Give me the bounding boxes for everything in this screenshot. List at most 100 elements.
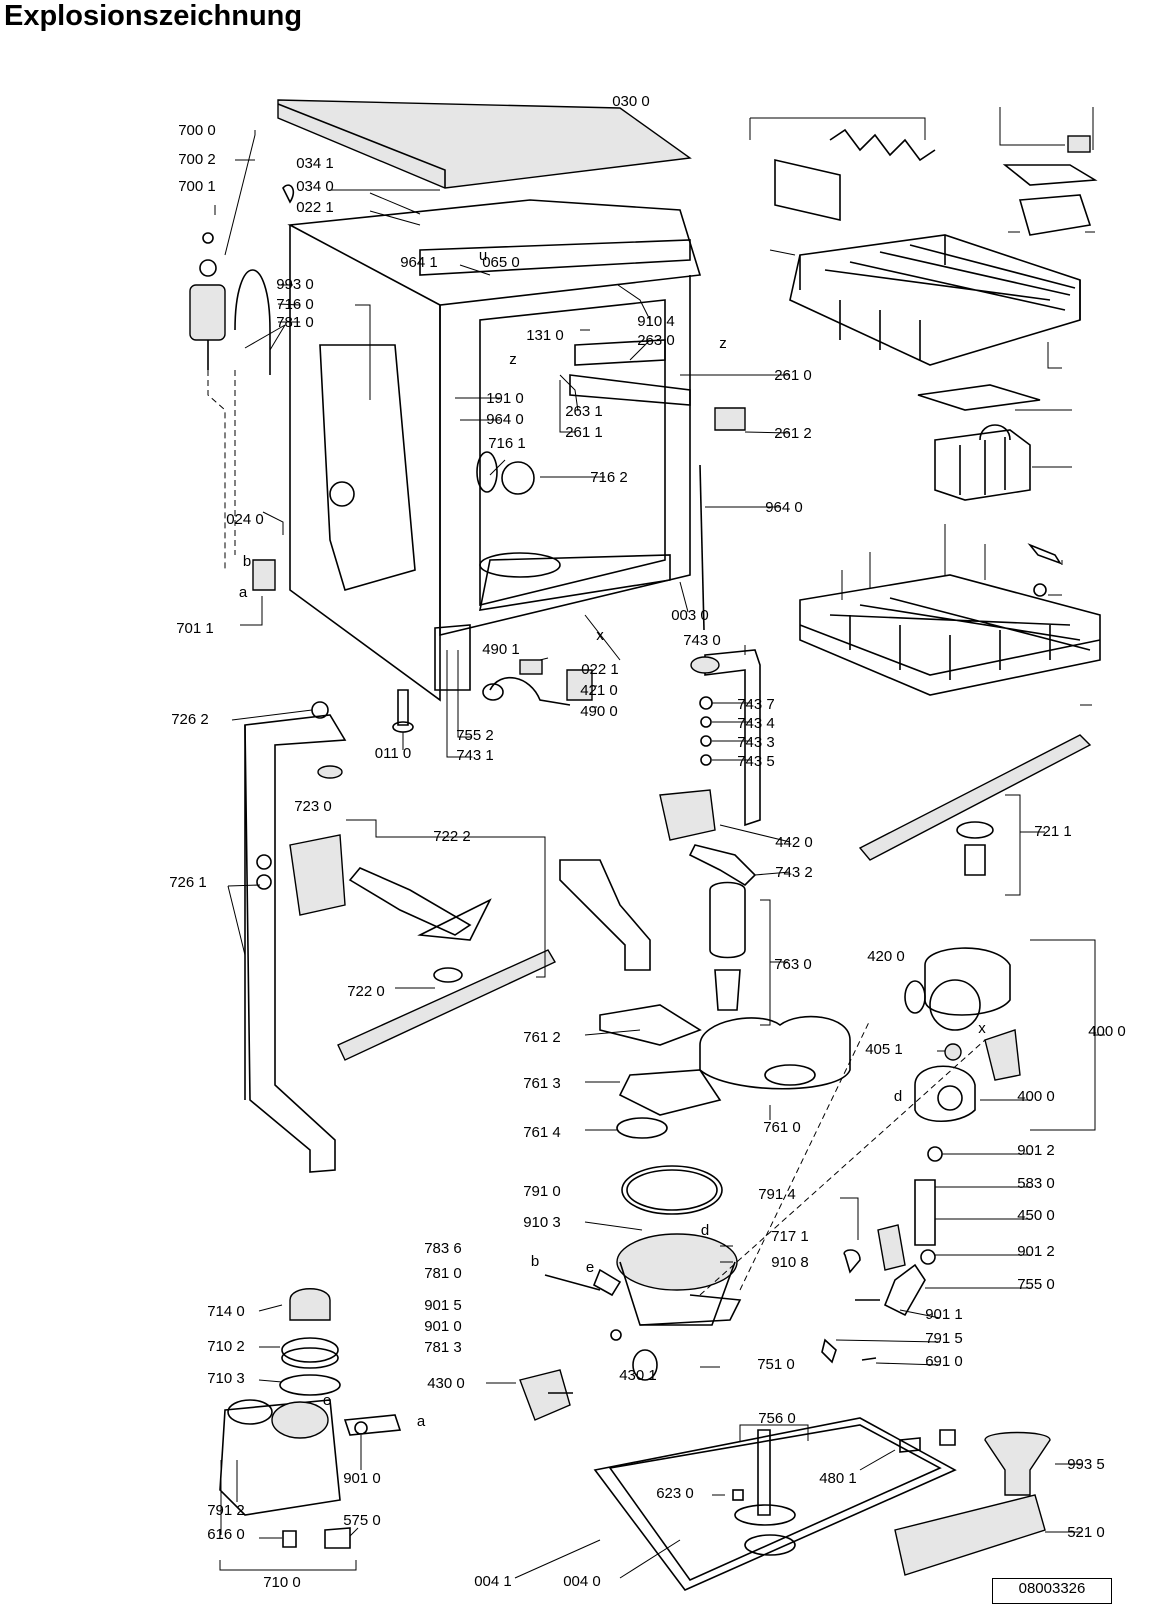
part-label: 691 0 bbox=[925, 1353, 963, 1370]
part-label: 490 1 bbox=[482, 641, 520, 658]
aquastop-valve bbox=[189, 184, 295, 626]
reference-marker: b bbox=[531, 1253, 539, 1270]
part-label: 723 0 bbox=[294, 798, 332, 815]
part-label: 261 1 bbox=[565, 424, 603, 441]
part-label: 761 4 bbox=[523, 1124, 561, 1141]
reference-marker: z bbox=[509, 351, 517, 368]
leader-lines bbox=[214, 130, 791, 661]
part-label: 791 5 bbox=[925, 1330, 963, 1347]
part-label: 743 3 bbox=[737, 734, 775, 751]
part-label: 910 8 bbox=[771, 1254, 809, 1271]
cabinet-frame bbox=[287, 199, 746, 702]
part-label: 716 0 bbox=[276, 296, 314, 313]
dosing-chamber bbox=[659, 645, 791, 887]
reference-marker: x bbox=[978, 1020, 986, 1037]
reference-marker: z bbox=[719, 335, 727, 352]
part-label: 743 1 bbox=[456, 747, 494, 764]
part-label: 034 1 bbox=[296, 155, 334, 172]
part-label: 701 1 bbox=[176, 620, 214, 637]
part-label: 716 2 bbox=[590, 469, 628, 486]
part-label: 710 0 bbox=[263, 1574, 301, 1591]
reference-marker: x bbox=[596, 627, 604, 644]
part-label: 763 0 bbox=[774, 956, 812, 973]
document-number-frame bbox=[992, 1578, 1112, 1604]
part-label: 616 0 bbox=[207, 1526, 245, 1543]
part-label: 261 0 bbox=[774, 367, 812, 384]
part-label: 964 0 bbox=[486, 411, 524, 428]
part-label: 755 0 bbox=[1017, 1276, 1055, 1293]
supply-pipe bbox=[227, 701, 347, 1173]
reference-marker: d bbox=[894, 1088, 902, 1105]
part-label: 011 0 bbox=[375, 745, 411, 762]
part-label: 030 0 bbox=[612, 93, 650, 110]
sump-assembly bbox=[486, 1019, 986, 1421]
part-label: 901 2 bbox=[1017, 1243, 1055, 1260]
part-label: 901 0 bbox=[424, 1318, 462, 1335]
reference-marker: a bbox=[417, 1413, 426, 1430]
worktop-lid bbox=[277, 99, 692, 189]
reference-marker: e bbox=[586, 1259, 594, 1276]
part-label: 700 2 bbox=[178, 151, 216, 168]
part-label: 583 0 bbox=[1017, 1175, 1055, 1192]
part-label: 263 1 bbox=[565, 403, 603, 420]
part-label: 755 2 bbox=[456, 727, 494, 744]
reference-marker: e bbox=[323, 1392, 331, 1409]
part-label: 743 2 bbox=[775, 864, 813, 881]
part-label: 964 0 bbox=[765, 499, 803, 516]
part-label: 450 0 bbox=[1017, 1207, 1055, 1224]
part-label: 004 1 bbox=[474, 1573, 512, 1590]
part-label: 575 0 bbox=[343, 1512, 381, 1529]
part-label: 430 1 bbox=[619, 1367, 657, 1384]
part-label: 400 0 bbox=[1088, 1023, 1126, 1040]
page-title: Explosionszeichnung bbox=[4, 0, 303, 32]
part-label: 722 0 bbox=[347, 983, 385, 1000]
part-label: 781 3 bbox=[424, 1339, 462, 1356]
part-label: 722 2 bbox=[433, 828, 471, 845]
reference-marker: b bbox=[243, 553, 251, 570]
part-label: 743 4 bbox=[737, 715, 775, 732]
lower-spray-arm bbox=[337, 819, 556, 1061]
part-label: 717 1 bbox=[771, 1228, 809, 1245]
part-label: 726 1 bbox=[169, 874, 207, 891]
part-label: 726 2 bbox=[171, 711, 209, 728]
part-label: 791 0 bbox=[523, 1183, 561, 1200]
part-label: 623 0 bbox=[656, 1485, 694, 1502]
part-label: 743 0 bbox=[683, 632, 721, 649]
document-number: 08003326 bbox=[1018, 1580, 1086, 1597]
part-label: 421 0 bbox=[580, 682, 618, 699]
reference-marker: d bbox=[701, 1222, 709, 1239]
part-label: 761 0 bbox=[763, 1119, 801, 1136]
part-label: 791 2 bbox=[207, 1502, 245, 1519]
part-label: 004 0 bbox=[563, 1573, 601, 1590]
part-label: 700 1 bbox=[178, 178, 216, 195]
part-label: 721 1 bbox=[1034, 823, 1072, 840]
part-label: 034 0 bbox=[296, 178, 334, 195]
cutlery-basket bbox=[917, 384, 1072, 501]
part-label: 191 0 bbox=[486, 390, 524, 407]
part-label: 901 2 bbox=[1017, 1142, 1055, 1159]
part-label: 480 1 bbox=[819, 1470, 857, 1487]
reference-marker: a bbox=[239, 584, 248, 601]
lower-basket bbox=[799, 524, 1101, 706]
part-label: 993 0 bbox=[276, 276, 314, 293]
part-label: 756 0 bbox=[758, 1410, 796, 1427]
part-label: 714 0 bbox=[207, 1303, 245, 1320]
upper-spray-arm bbox=[858, 734, 1092, 896]
upper-basket bbox=[749, 107, 1098, 369]
part-label: 022 1 bbox=[296, 199, 334, 216]
heating-element bbox=[392, 650, 597, 758]
part-label: 024 0 bbox=[226, 511, 264, 528]
filter-system bbox=[584, 881, 851, 1139]
part-label: 490 0 bbox=[580, 703, 618, 720]
part-label: 993 5 bbox=[1067, 1456, 1105, 1473]
circulation-pump bbox=[904, 939, 1105, 1131]
part-label: 743 5 bbox=[737, 753, 775, 770]
central-pipe bbox=[559, 859, 651, 971]
part-label: 781 0 bbox=[276, 314, 314, 331]
part-label: 420 0 bbox=[867, 948, 905, 965]
part-label: 901 5 bbox=[424, 1297, 462, 1314]
part-label: 430 0 bbox=[427, 1375, 465, 1392]
